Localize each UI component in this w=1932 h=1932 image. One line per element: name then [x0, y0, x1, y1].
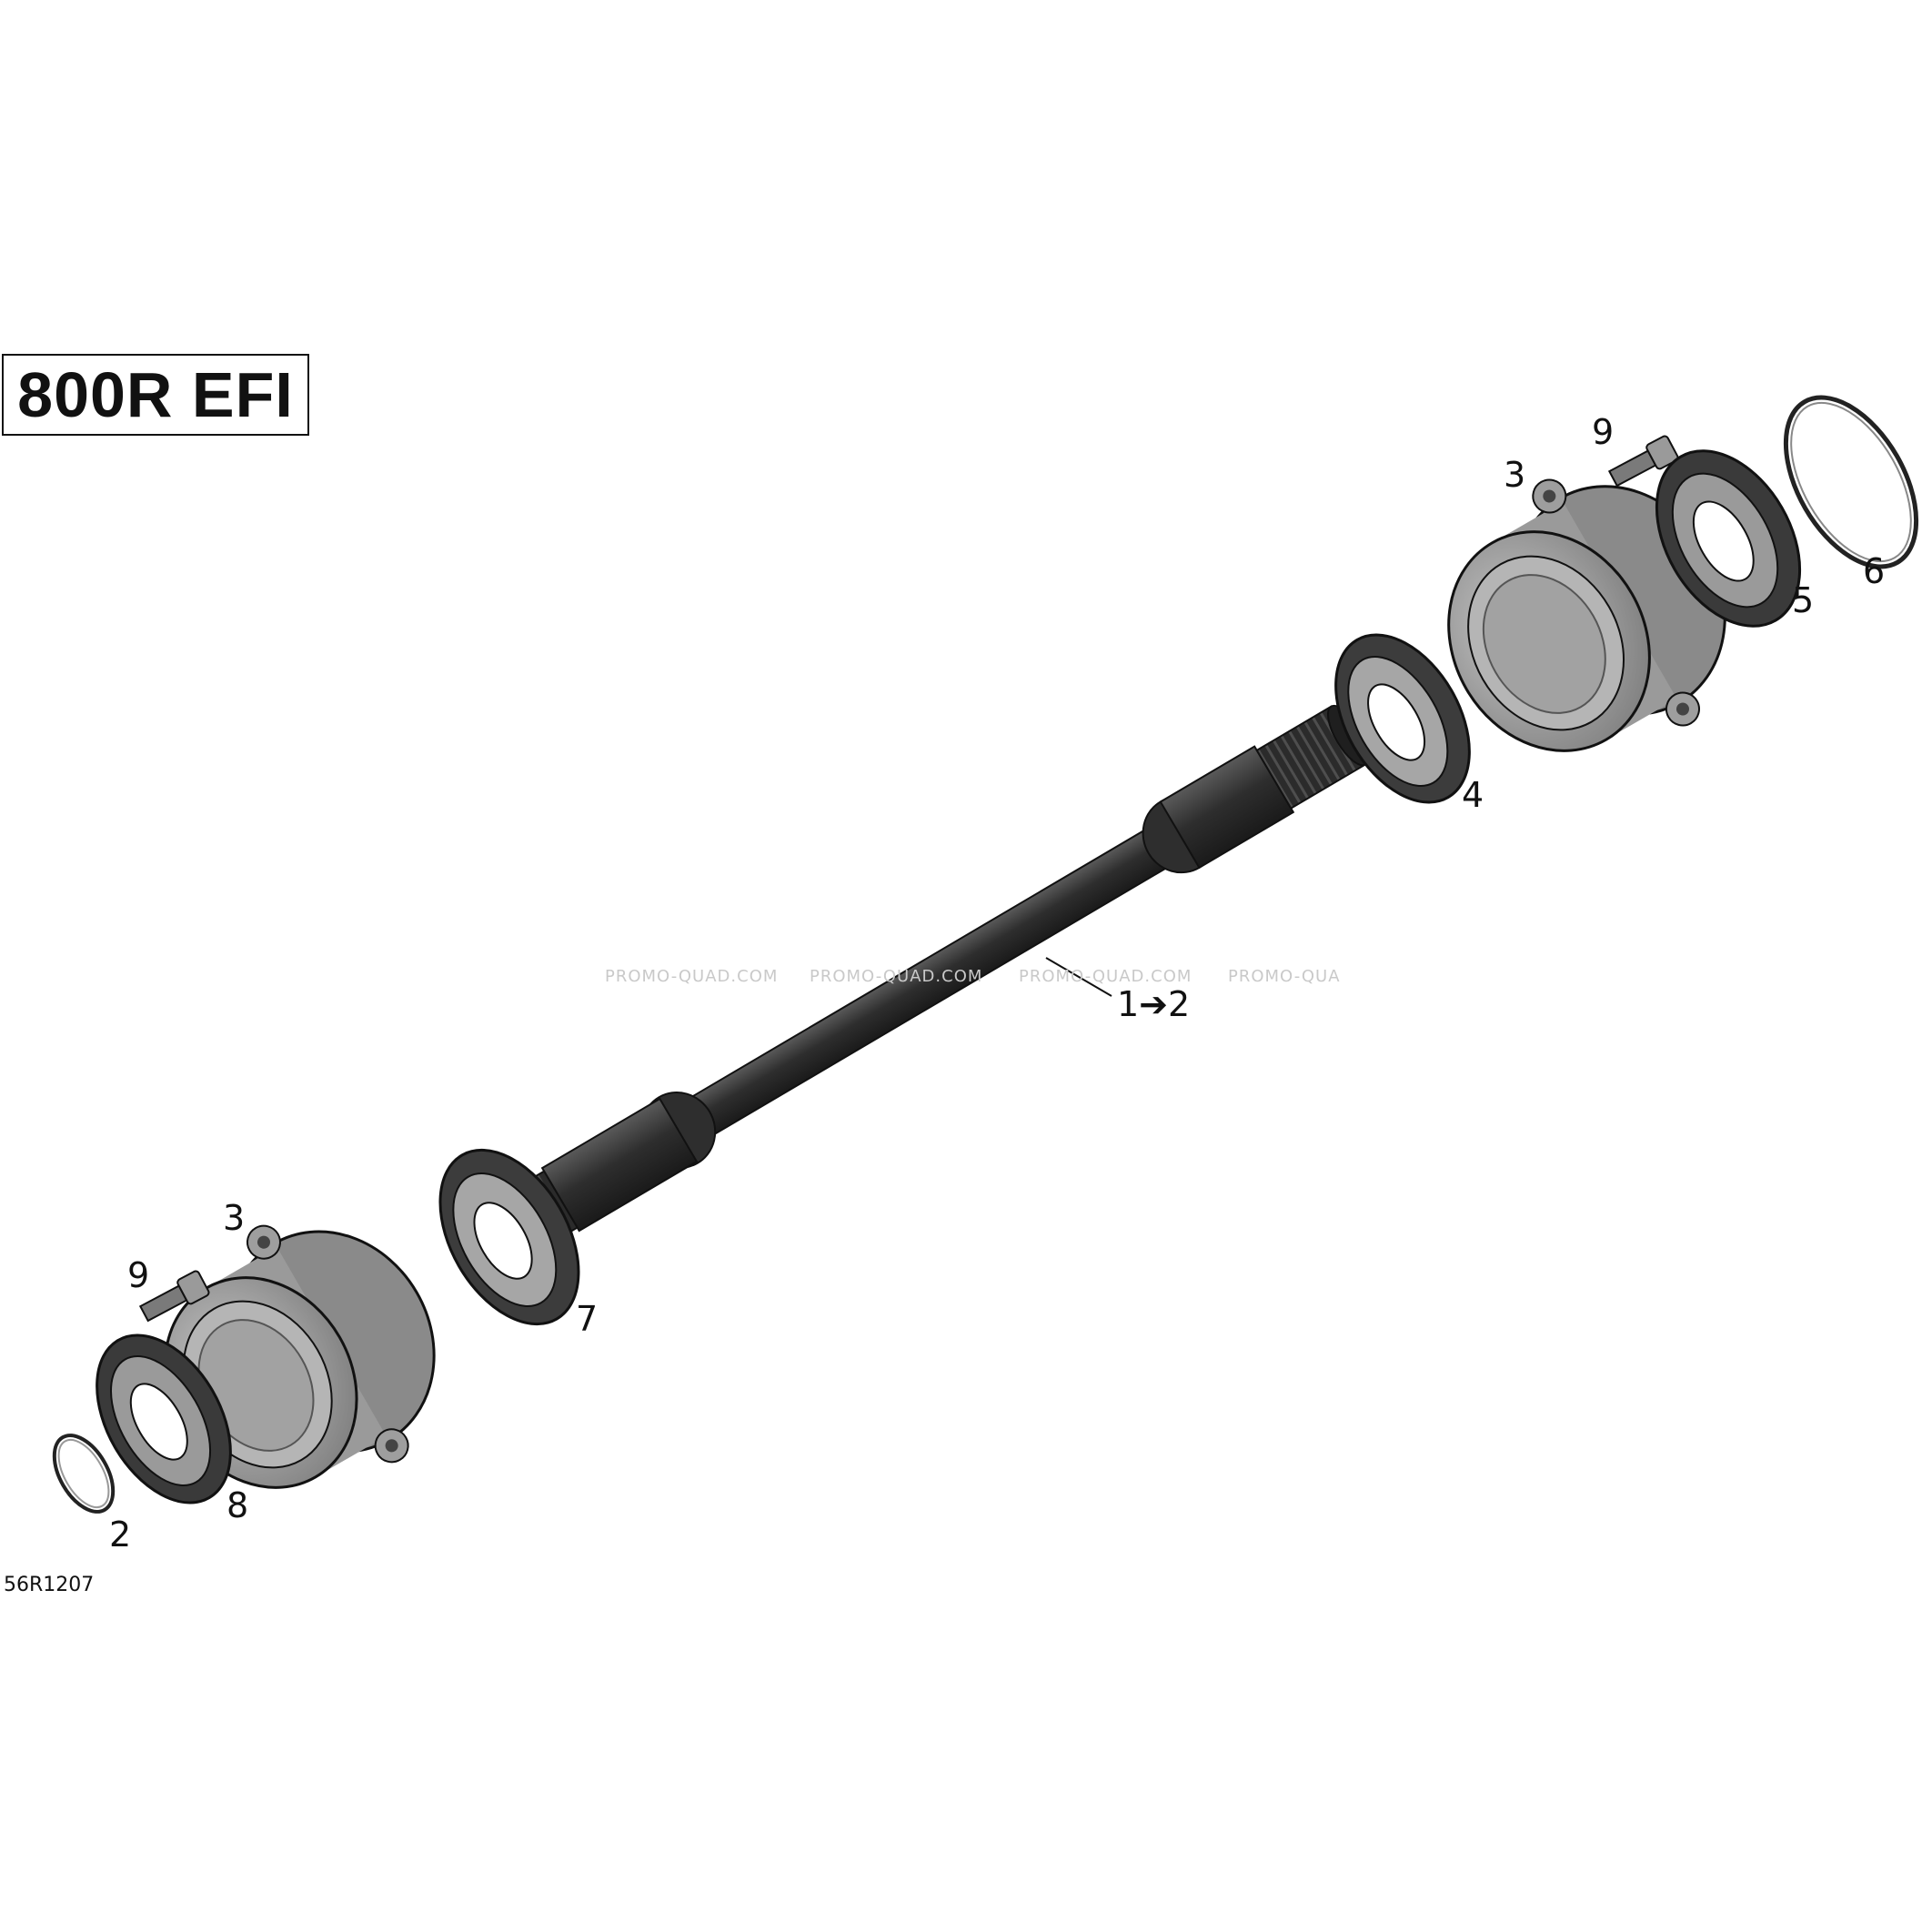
bolt-left [138, 1270, 210, 1323]
callout-4: 4 [1462, 775, 1484, 815]
callout-3-left: 3 [223, 1198, 246, 1238]
model-label-box: 800R EFI [2, 354, 309, 436]
watermark-1: PROMO-QUAD.COM [605, 967, 779, 986]
bolt-right [1607, 435, 1679, 488]
seal-8 [96, 1333, 232, 1504]
callout-8: 8 [226, 1485, 249, 1525]
callout-shaft: 1➔2 [1117, 984, 1191, 1024]
callout-9-right: 9 [1592, 412, 1615, 452]
watermark-4: PROMO-QUA [1228, 967, 1341, 986]
shaft-leader-line [1045, 957, 1112, 997]
seal-5 [1655, 449, 1802, 628]
callout-7: 7 [576, 1299, 599, 1339]
circlip-2 [52, 1434, 116, 1514]
callout-9-left: 9 [127, 1255, 150, 1295]
retaining-ring-6 [1783, 395, 1919, 569]
callout-3-right: 3 [1504, 455, 1526, 495]
callout-5: 5 [1792, 580, 1815, 620]
callout-2: 2 [109, 1514, 132, 1555]
watermark-3: PROMO-QUAD.COM [1019, 967, 1192, 986]
watermark-2: PROMO-QUAD.COM [810, 967, 983, 986]
oil-seal-4 [1334, 633, 1471, 804]
model-label: 800R EFI [17, 359, 294, 430]
oil-seal-7 [438, 1148, 580, 1326]
callout-6: 6 [1863, 551, 1886, 591]
figure-code: 56R1207 [4, 1574, 95, 1596]
drive-shaft [453, 704, 1370, 1281]
bearing-housing-right [1447, 478, 1726, 752]
